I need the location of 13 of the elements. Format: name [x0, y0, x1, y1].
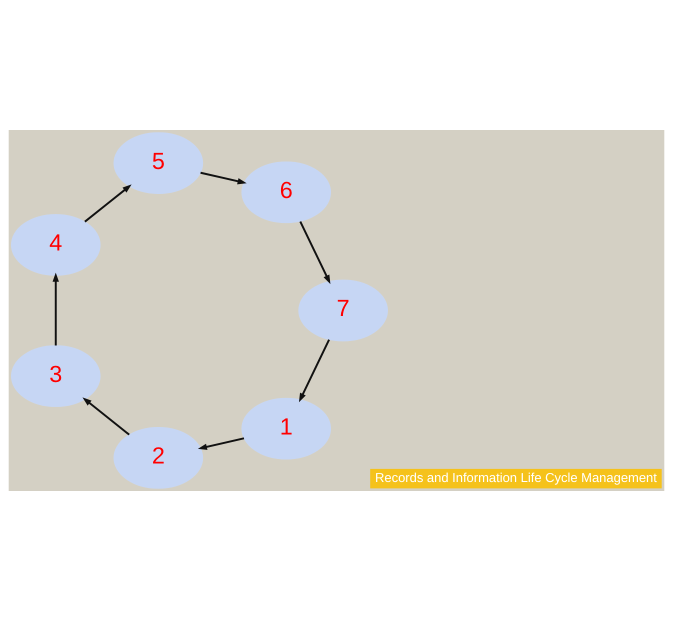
arrow	[52, 272, 59, 345]
arrow	[200, 171, 247, 184]
node-ellipse: 2	[114, 426, 204, 488]
arrow	[299, 220, 330, 284]
node-ellipse: 4	[10, 214, 101, 276]
arrow	[298, 338, 330, 402]
arrow	[82, 396, 130, 435]
node-ellipse: 1	[241, 397, 332, 460]
label: Records and Information Life Cycle Management	[375, 469, 657, 484]
arrow	[198, 436, 244, 450]
arrow	[84, 184, 132, 222]
node-ellipse: 7	[298, 279, 388, 341]
node-ellipse: 6	[241, 160, 332, 223]
